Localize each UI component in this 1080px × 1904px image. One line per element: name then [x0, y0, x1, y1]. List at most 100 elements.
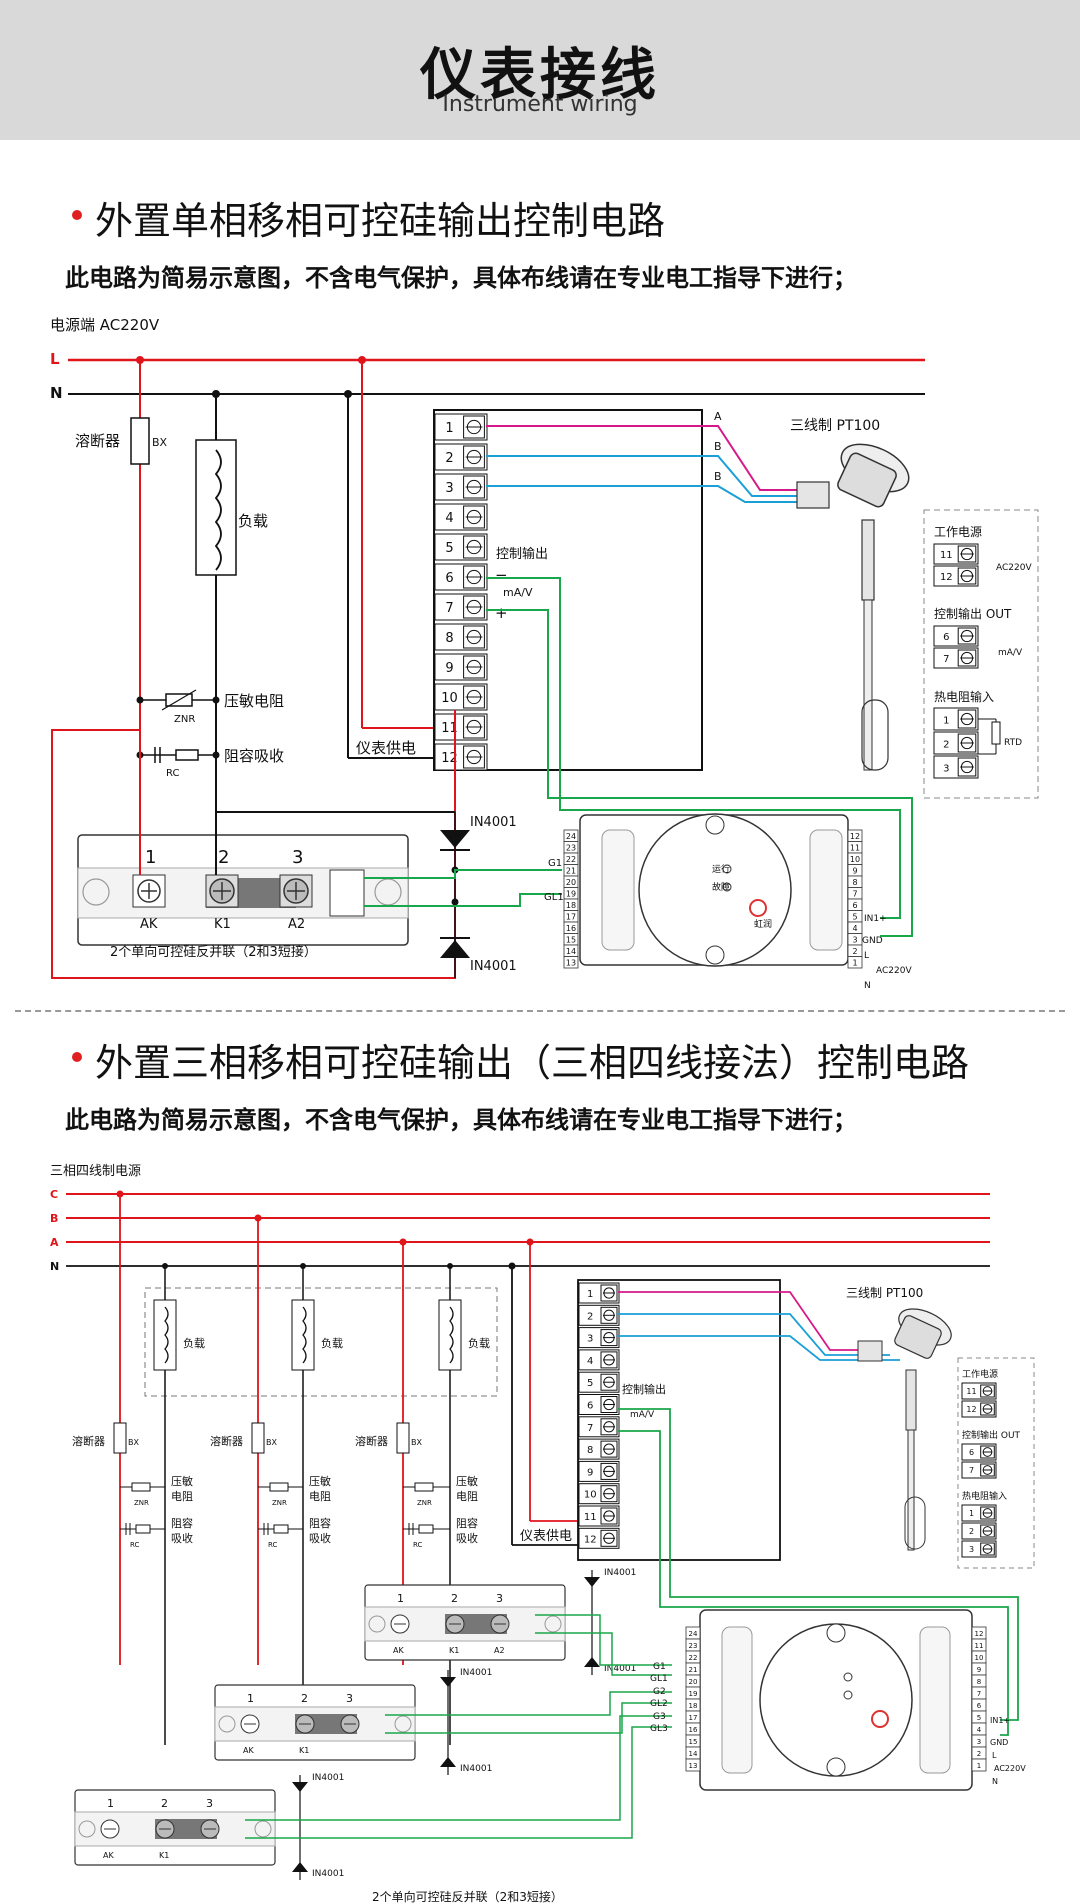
load-coil	[214, 449, 222, 571]
terminal-number: 6	[587, 1401, 593, 1412]
scr-label-a2: A2	[494, 1646, 505, 1655]
mount-hole-icon	[254, 1820, 272, 1838]
line-N-label: N	[50, 384, 63, 402]
line-L-label: L	[50, 350, 60, 368]
scr-number: 1	[397, 1592, 404, 1605]
sensor-label: 三线制 PT100	[846, 1286, 923, 1300]
module-pin-number: 17	[689, 1714, 698, 1722]
rc-code: RC	[130, 1541, 140, 1549]
diode-bottom-label: IN4001	[470, 959, 517, 974]
mount-hole-icon	[82, 878, 110, 906]
fuse-symbol	[113, 1422, 127, 1454]
rc-label: 阻容	[456, 1516, 478, 1530]
scr-label-ak: AK	[103, 1851, 114, 1860]
module-pin-number: 21	[689, 1666, 698, 1674]
legend-power-title: 工作电源	[962, 1368, 998, 1380]
control-output-label: 控制输出	[496, 546, 548, 562]
varistor-code: ZNR	[134, 1499, 149, 1507]
terminal-number: 2	[587, 1311, 593, 1322]
module-pin-number: 15	[689, 1738, 698, 1746]
bullet-dot	[72, 210, 82, 220]
module-pin-number: 8	[852, 878, 857, 887]
diode-label: IN4001	[604, 1568, 636, 1578]
scr-label-k1: K1	[299, 1746, 309, 1755]
terminal-legend-box	[957, 1357, 1035, 1569]
diode-label: IN4001	[460, 1668, 492, 1678]
module-pin-number: 4	[852, 924, 857, 933]
fuse-symbol	[396, 1422, 410, 1454]
varistor-label: 压敏电阻	[224, 692, 284, 710]
varistor-code: ZNR	[272, 1499, 287, 1507]
module-pin-number: 4	[977, 1726, 982, 1734]
gate-label-gl1: GL1	[544, 892, 564, 903]
module-pin-number: 1	[852, 959, 857, 968]
gate-terminal-strip	[329, 869, 365, 917]
resistor-symbol	[418, 1524, 434, 1534]
resistor-symbol	[273, 1524, 289, 1534]
junction-dot	[451, 898, 459, 906]
legend-rtd-tag: RTD	[1004, 738, 1022, 748]
terminal-number: 11	[584, 1512, 597, 1523]
line-N-label: N	[50, 1260, 59, 1273]
trigger-module	[579, 813, 849, 967]
terminal-number: 7	[445, 601, 453, 616]
module-pin-number: 18	[566, 901, 576, 910]
gate-label-gl3: GL3	[650, 1724, 668, 1734]
module-pin-number: 6	[977, 1702, 982, 1710]
ma-v-label: mA/V	[503, 586, 533, 599]
fuse-label: 溶断器	[75, 432, 120, 450]
module-pin-number: 23	[689, 1642, 698, 1650]
module-pin-number: 1	[977, 1762, 981, 1770]
diode-bottom-icon	[440, 937, 470, 958]
module-pin-number: 19	[566, 890, 576, 899]
fuse-code: BX	[266, 1438, 277, 1447]
rc-code: RC	[268, 1541, 278, 1549]
page-title: 仪表接线	[420, 43, 660, 108]
diode-label: IN4001	[604, 1664, 636, 1674]
load-box	[195, 439, 237, 576]
line-B-label: B	[50, 1212, 58, 1225]
terminal-number: 12	[441, 751, 458, 766]
scr-number: 2	[161, 1797, 168, 1810]
module-pin-number: 14	[689, 1750, 698, 1758]
page-header: 仪表接线 Instrument wiring	[0, 0, 1080, 140]
module-ac-label: AC220V	[876, 966, 912, 976]
rc-code: RC	[166, 768, 179, 779]
module-pin-number: 5	[977, 1714, 981, 1722]
junction-dot	[116, 1190, 124, 1198]
module-pin-number: 3	[977, 1738, 981, 1746]
terminal-number: 3	[445, 481, 453, 496]
gate-wire	[245, 1726, 672, 1839]
module-pin-number: 10	[975, 1654, 984, 1662]
module-pin-number: 13	[566, 959, 576, 968]
supply-label: 仪表供电	[356, 739, 416, 757]
mount-hole-icon	[218, 1715, 236, 1733]
module-ac-label: AC220V	[994, 1764, 1026, 1773]
sensor-wire-B	[486, 455, 810, 497]
module-pin-number: 3	[852, 936, 857, 945]
varistor-slash	[161, 689, 197, 711]
signal-wire-minus	[618, 1408, 1019, 1721]
legend-output-title: 控制输出 OUT	[934, 606, 1012, 621]
fuse-symbol	[251, 1422, 265, 1454]
module-pin-number: 7	[977, 1690, 981, 1698]
gate-label-gl1: GL1	[650, 1674, 668, 1684]
junction-dot	[447, 1263, 453, 1269]
resistor-symbol	[175, 749, 199, 761]
terminal-number: 11	[966, 1387, 976, 1396]
signal-wire-plus	[618, 1430, 1009, 1736]
terminal-number: 2	[943, 739, 949, 750]
page-subtitle: Instrument wiring	[442, 92, 638, 117]
scr-label-ak: AK	[140, 917, 158, 932]
terminal-number: 2	[969, 1527, 974, 1536]
legend-rtd-title: 热电阻输入	[934, 689, 994, 704]
module-pin-number: 2	[852, 947, 857, 956]
legend-rtd-title: 热电阻输入	[962, 1490, 1007, 1502]
section2-note: 此电路为简易示意图，不含电气保护，具体布线请在专业电工指导下进行；	[65, 1106, 857, 1134]
module-pin-number: 23	[566, 844, 576, 853]
load-label: 负载	[321, 1336, 343, 1350]
junction-dot	[254, 1214, 262, 1222]
module-pin-number: 8	[977, 1678, 981, 1686]
